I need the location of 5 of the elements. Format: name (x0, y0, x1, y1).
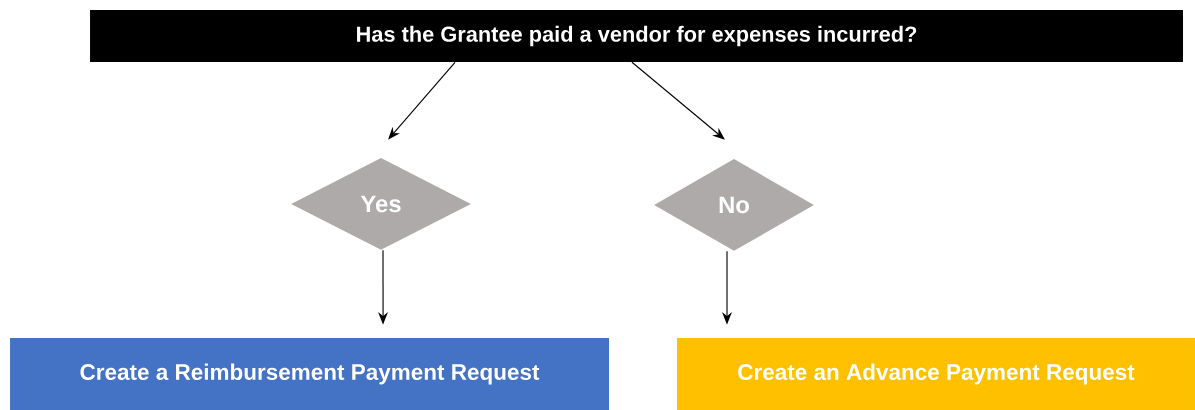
action-box: Create an Advance Payment Request (677, 338, 1195, 410)
question-box: Has the Grantee paid a vendor for expenses incurred? (90, 10, 1183, 62)
arrow (388, 61, 456, 140)
arrow (631, 61, 725, 140)
action-box: Create a Reimbursement Payment Request (10, 338, 610, 410)
